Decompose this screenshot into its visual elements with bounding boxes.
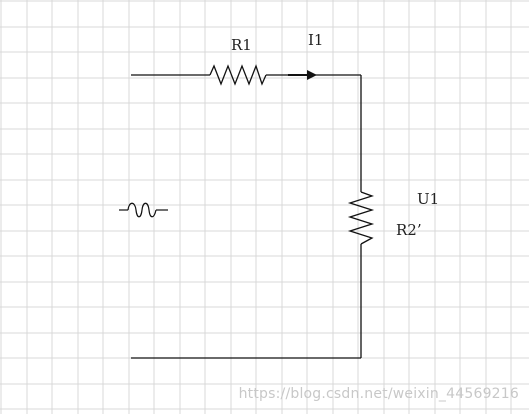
label-i1: I1 <box>308 31 324 49</box>
label-r2: R2’ <box>396 221 422 239</box>
ac-source-icon <box>119 202 168 218</box>
current-arrow-head <box>307 70 317 80</box>
resistor-r2 <box>347 191 375 245</box>
label-u1: U1 <box>417 190 440 208</box>
resistor-r1 <box>209 64 267 86</box>
watermark-text: https://blog.csdn.net/weixin_44569216 <box>238 386 519 402</box>
label-r1: R1 <box>231 36 252 54</box>
